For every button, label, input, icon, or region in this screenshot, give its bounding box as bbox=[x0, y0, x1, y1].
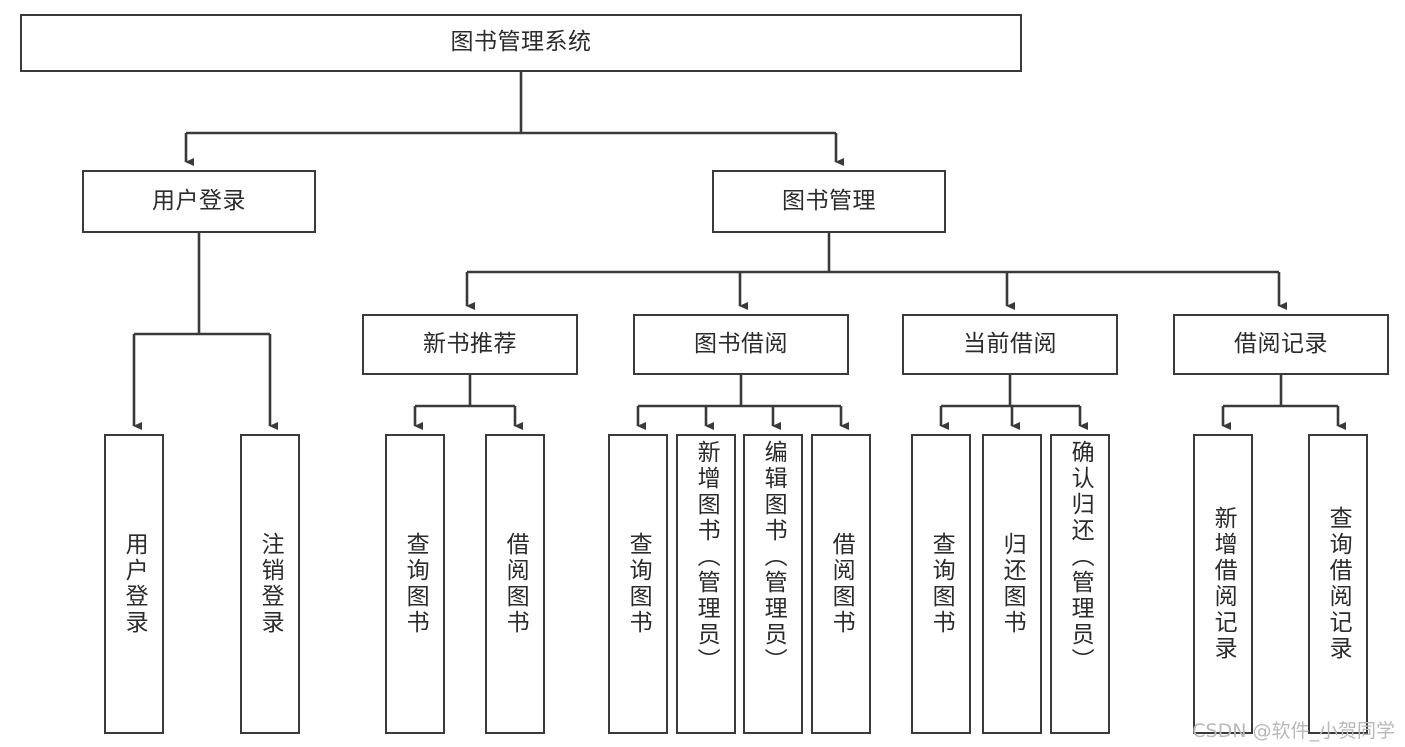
node-label: 用户登录 bbox=[152, 187, 246, 214]
edges-currentborrow-to-leaves bbox=[939, 375, 1088, 430]
node-label: 用户登录 bbox=[121, 532, 148, 636]
node-label: 归还图书 bbox=[999, 532, 1026, 636]
node-label: 当前借阅 bbox=[963, 330, 1057, 357]
edges-bookborrow-to-leaves bbox=[636, 375, 849, 430]
node-label: 新书推荐 bbox=[423, 330, 517, 357]
leaf-add-book[interactable]: 新增图书（管理员） bbox=[676, 434, 736, 734]
leaf-confirm-return[interactable]: 确认归还（管理员） bbox=[1050, 434, 1110, 734]
leaf-query-book-borrow[interactable]: 查询图书 bbox=[608, 434, 668, 734]
node-label: 查询图书 bbox=[625, 532, 652, 636]
node-label: 查询图书 bbox=[402, 532, 429, 636]
edges-root-to-level2 bbox=[184, 72, 844, 166]
csdn-watermark: CSDN @软件_小贺同学 bbox=[1192, 720, 1395, 742]
leaf-user-logout[interactable]: 注销登录 bbox=[240, 434, 300, 734]
node-book-borrow[interactable]: 图书借阅 bbox=[633, 314, 849, 375]
node-new-book-recommend[interactable]: 新书推荐 bbox=[362, 314, 578, 375]
leaf-edit-book[interactable]: 编辑图书（管理员） bbox=[743, 434, 803, 734]
leaf-user-login[interactable]: 用户登录 bbox=[104, 434, 164, 734]
edges-userlogin-to-leaves bbox=[132, 233, 278, 430]
node-label: 图书管理系统 bbox=[450, 29, 592, 56]
node-user-login[interactable]: 用户登录 bbox=[82, 170, 316, 233]
leaf-return-book[interactable]: 归还图书 bbox=[982, 434, 1042, 734]
leaf-borrow-book[interactable]: 借阅图书 bbox=[811, 434, 871, 734]
node-label: 确认归还（管理员） bbox=[1067, 440, 1094, 674]
leaf-query-book-current[interactable]: 查询图书 bbox=[911, 434, 971, 734]
node-label: 借阅图书 bbox=[502, 532, 529, 636]
node-label: 借阅图书 bbox=[828, 532, 855, 636]
node-book-manage[interactable]: 图书管理 bbox=[712, 170, 946, 233]
node-label: 注销登录 bbox=[257, 532, 284, 636]
edges-bookmanage-to-level3 bbox=[465, 233, 1287, 310]
leaf-add-borrow-record[interactable]: 新增借阅记录 bbox=[1193, 434, 1253, 734]
node-label: 查询借阅记录 bbox=[1325, 506, 1352, 662]
node-label: 图书管理 bbox=[782, 187, 876, 214]
node-current-borrow[interactable]: 当前借阅 bbox=[902, 314, 1118, 375]
node-label: 新增借阅记录 bbox=[1210, 506, 1237, 662]
node-label: 借阅记录 bbox=[1234, 330, 1328, 357]
leaf-query-borrow-record[interactable]: 查询借阅记录 bbox=[1308, 434, 1368, 734]
leaf-borrow-book-recommend[interactable]: 借阅图书 bbox=[485, 434, 545, 734]
node-label: 查询图书 bbox=[928, 532, 955, 636]
node-label: 图书借阅 bbox=[694, 330, 788, 357]
node-system-root[interactable]: 图书管理系统 bbox=[20, 14, 1022, 72]
leaf-query-book-recommend[interactable]: 查询图书 bbox=[385, 434, 445, 734]
edges-newbookrec-to-leaves bbox=[413, 375, 523, 430]
node-borrow-records[interactable]: 借阅记录 bbox=[1173, 314, 1389, 375]
edges-borrowrecords-to-leaves bbox=[1221, 375, 1346, 430]
node-label: 新增图书（管理员） bbox=[693, 440, 720, 674]
node-label: 编辑图书（管理员） bbox=[760, 440, 787, 674]
